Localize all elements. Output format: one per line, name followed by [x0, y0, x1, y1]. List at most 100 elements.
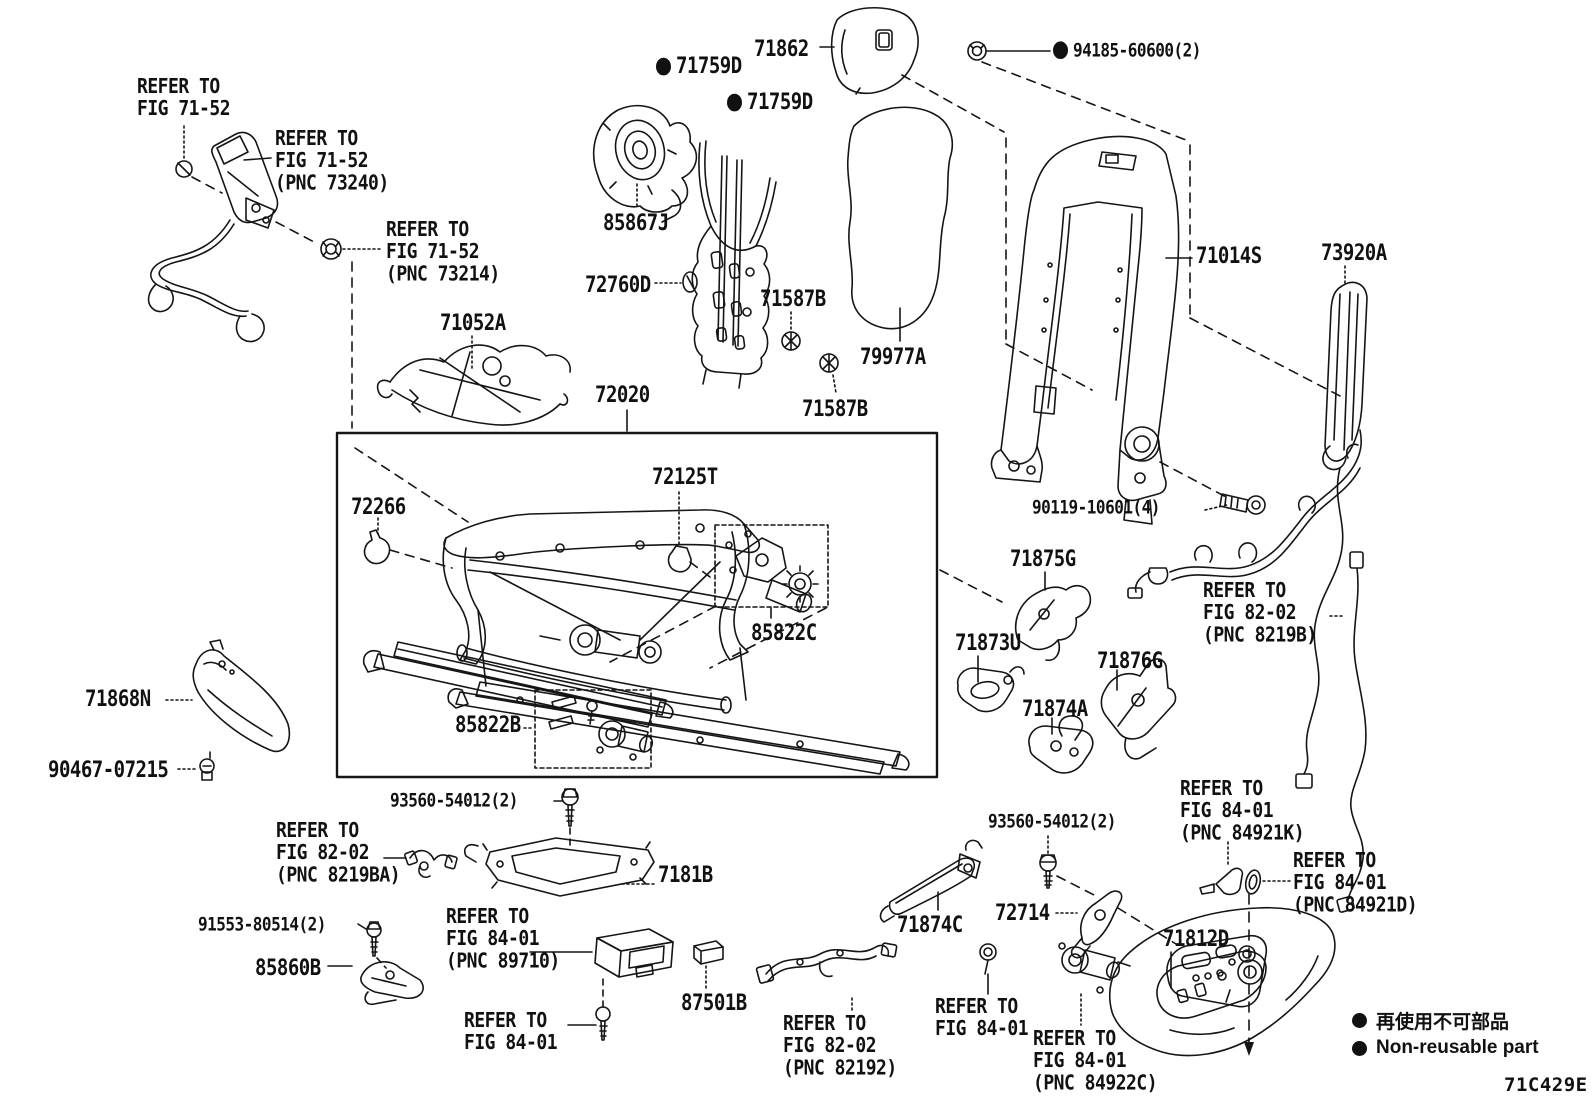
legend-row-jp: 再使用不可部品 — [1352, 1006, 1539, 1034]
ref-label-line: (PNC 84922C) — [1033, 1071, 1158, 1096]
part-label-71014S: 71014S — [1196, 243, 1262, 269]
part-number-text: 85822C — [751, 620, 817, 646]
part-label-71876G: 71876G — [1097, 648, 1163, 674]
ref-label-line: REFER TO — [1180, 776, 1263, 801]
non-reusable-dot-icon — [1053, 41, 1068, 60]
part-number-text: 71873U — [955, 630, 1021, 656]
part-number-text: 71876G — [1097, 648, 1163, 674]
non-reusable-dot-icon — [656, 57, 671, 75]
ref-label-line: FIG 71-52 — [137, 97, 231, 121]
part-label-72266: 72266 — [351, 494, 406, 520]
part-number-text: 71759D — [747, 89, 813, 115]
ref-label-line: (PNC 82192) — [783, 1056, 897, 1081]
part-label-85867J: 85867J — [603, 210, 669, 236]
part-label-71874A: 71874A — [1022, 696, 1088, 722]
ref-label-line: FIG 71-52 — [386, 240, 480, 264]
part-label-90467-07215: 90467-07215 — [48, 757, 169, 783]
ref-label-line: (PNC 8219B) — [1203, 623, 1317, 648]
part-label-93560-54012-2: 93560-54012(2) — [988, 810, 1116, 832]
seat-belt-buckle-drawing — [147, 125, 469, 523]
ref-label-line: REFER TO — [276, 818, 359, 843]
ref-label-line: FIG 84-01 — [446, 927, 540, 951]
part-number-text: 91553-80514(2) — [198, 913, 326, 936]
part-number-text: 71587B — [760, 286, 826, 312]
seat-adjuster-box-drawing — [335, 409, 1003, 779]
part-label-71052A: 71052A — [440, 310, 506, 336]
ref-label-line: (PNC 84921D) — [1293, 893, 1418, 918]
seat-back-frame-drawing — [990, 135, 1341, 525]
part-label-93560-54012-1: 93560-54012(2) — [390, 789, 518, 811]
part-number-text: 71875G — [1010, 546, 1076, 572]
part-number-text: 71812D — [1163, 926, 1229, 952]
part-label-71875G: 71875G — [1010, 546, 1076, 572]
part-number-text: 71759D — [676, 53, 742, 79]
ref-label-line: REFER TO — [464, 1008, 547, 1033]
ref-label-line: (PNC 73214) — [386, 262, 500, 287]
ref-label-line: REFER TO — [446, 904, 529, 929]
part-number-text: 85860B — [255, 955, 321, 981]
part-label-71759D-1: 71759D — [656, 53, 742, 79]
grommet-and-nuts-drawing — [654, 271, 839, 394]
legend-text-en: Non-reusable part — [1376, 1037, 1539, 1058]
part-label-73920A: 73920A — [1321, 240, 1387, 266]
part-number-text: 73920A — [1321, 240, 1387, 266]
part-number-text: 93560-54012(2) — [988, 810, 1116, 833]
side-shield-drawing — [165, 639, 291, 781]
ref-label-line: REFER TO — [386, 217, 469, 242]
part-number-text: 71874C — [897, 912, 963, 938]
part-label-85822B: 85822B — [455, 712, 521, 738]
figure-code: 71C429E — [1504, 1074, 1588, 1096]
ref-label-line: FIG 82-02 — [783, 1034, 877, 1058]
ref-label-line: FIG 84-01 — [935, 1017, 1029, 1041]
part-label-72125T: 72125T — [652, 464, 718, 490]
track-bracket-drawing — [327, 921, 424, 1006]
ecu-drawing — [529, 928, 674, 1041]
part-number-text: 72760D — [585, 272, 651, 298]
part-number-text: 72714 — [995, 900, 1050, 926]
part-number-text: 85867J — [603, 210, 669, 236]
ref-label-line: FIG 82-02 — [1203, 601, 1297, 625]
harness-8219BA-drawing — [383, 849, 458, 879]
cushion-bracket-drawing — [463, 788, 656, 897]
part-number-text: 72020 — [595, 382, 650, 408]
ref-label-line: REFER TO — [275, 126, 358, 151]
part-number-text: 72125T — [652, 464, 718, 490]
ref-label-line: (PNC 84921K) — [1180, 821, 1305, 846]
side-airbag-bracket-drawing — [592, 104, 698, 223]
harness-82192-drawing — [755, 942, 898, 1012]
ref-label-line: FIG 84-01 — [1293, 871, 1387, 895]
part-label-71874C: 71874C — [897, 912, 963, 938]
ref-label-line: REFER TO — [137, 74, 220, 99]
ref-label-line: FIG 82-02 — [276, 841, 370, 865]
part-number-text: 71868N — [85, 686, 151, 712]
ref-label-line: REFER TO — [935, 994, 1018, 1019]
part-label-72760D: 72760D — [585, 272, 651, 298]
recliner-bolt-drawing — [1204, 493, 1266, 515]
cushion-spring-frame-drawing — [376, 335, 571, 426]
part-label-90119-10601: 90119-10601(4) — [1032, 496, 1160, 518]
ref-label-line: REFER TO — [1293, 848, 1376, 873]
non-reusable-dot-icon — [1352, 1040, 1367, 1056]
part-label-71862: 71862 — [754, 36, 809, 62]
part-label-71868N: 71868N — [85, 686, 151, 712]
seat-back-pad-drawing — [846, 106, 954, 342]
part-number-text: 71874A — [1022, 696, 1088, 722]
non-reusable-dot-icon — [1352, 1012, 1367, 1028]
connector-87501B-drawing — [693, 940, 724, 989]
legend-text-jp: 再使用不可部品 — [1376, 1011, 1510, 1033]
ref-label-line: REFER TO — [1203, 578, 1286, 603]
part-number-text: 87501B — [681, 990, 747, 1016]
seat-switch-shield-drawing — [879, 835, 1336, 1057]
ref-label-line: REFER TO — [1033, 1026, 1116, 1051]
part-number-text: 71014S — [1196, 243, 1262, 269]
part-number-text: 90467-07215 — [48, 757, 169, 783]
legend-row-en: Non-reusable part — [1352, 1034, 1539, 1062]
part-label-85822C: 85822C — [751, 620, 817, 646]
